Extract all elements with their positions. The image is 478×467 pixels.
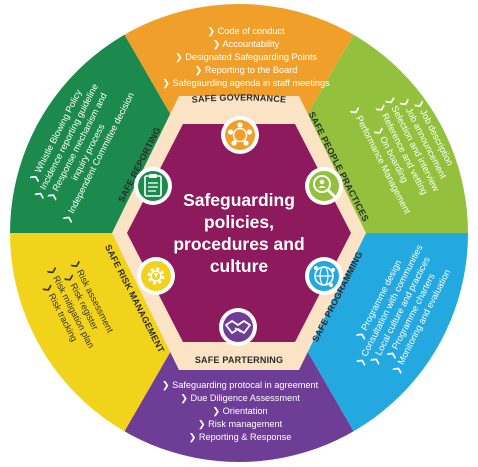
- partnering-title: SAFE PARTERNING: [195, 355, 283, 365]
- governance-item: ❯ Reporting to the Board: [195, 65, 298, 76]
- group-meeting-icon: [221, 116, 259, 154]
- handshake-icon: [219, 308, 257, 346]
- governance-item: ❯ Designated Safeguarding Points: [175, 52, 317, 63]
- partnering-item: ❯ Due Diligence Assessment: [180, 393, 300, 404]
- governance-title: SAFE GOVERNANCE: [191, 92, 286, 104]
- partnering-items: ❯ Safeguarding protocal in agreement ❯ D…: [162, 380, 319, 443]
- partnering-item: ❯ Safeguarding protocal in agreement: [162, 380, 319, 391]
- governance-item: ❯ Safegaurding agenda in staff meetings: [162, 78, 330, 89]
- center-line: culture: [210, 256, 269, 276]
- partnering-item: ❯ Reporting & Response: [189, 432, 292, 443]
- center-line: Safeguarding: [183, 190, 295, 210]
- person-search-icon: [305, 167, 343, 205]
- clipboard-report-icon: [134, 167, 172, 205]
- partnering-item: ❯ Orientation: [212, 406, 267, 417]
- governance-items: ❯ Code of conduct ❯ Accountability ❯ Des…: [162, 26, 330, 89]
- governance-item: ❯ Code of conduct: [207, 26, 285, 37]
- risk-gear-icon: [137, 257, 175, 295]
- global-network-icon: [305, 257, 343, 295]
- center-line: policies,: [204, 212, 274, 232]
- center-hexagon: [127, 124, 351, 342]
- partnering-item: ❯ Risk management: [198, 419, 283, 430]
- center-title: Safeguarding policies, procedures and cu…: [173, 190, 304, 276]
- center-line: procedures and: [173, 234, 304, 254]
- governance-item: ❯ Accountability: [213, 39, 280, 50]
